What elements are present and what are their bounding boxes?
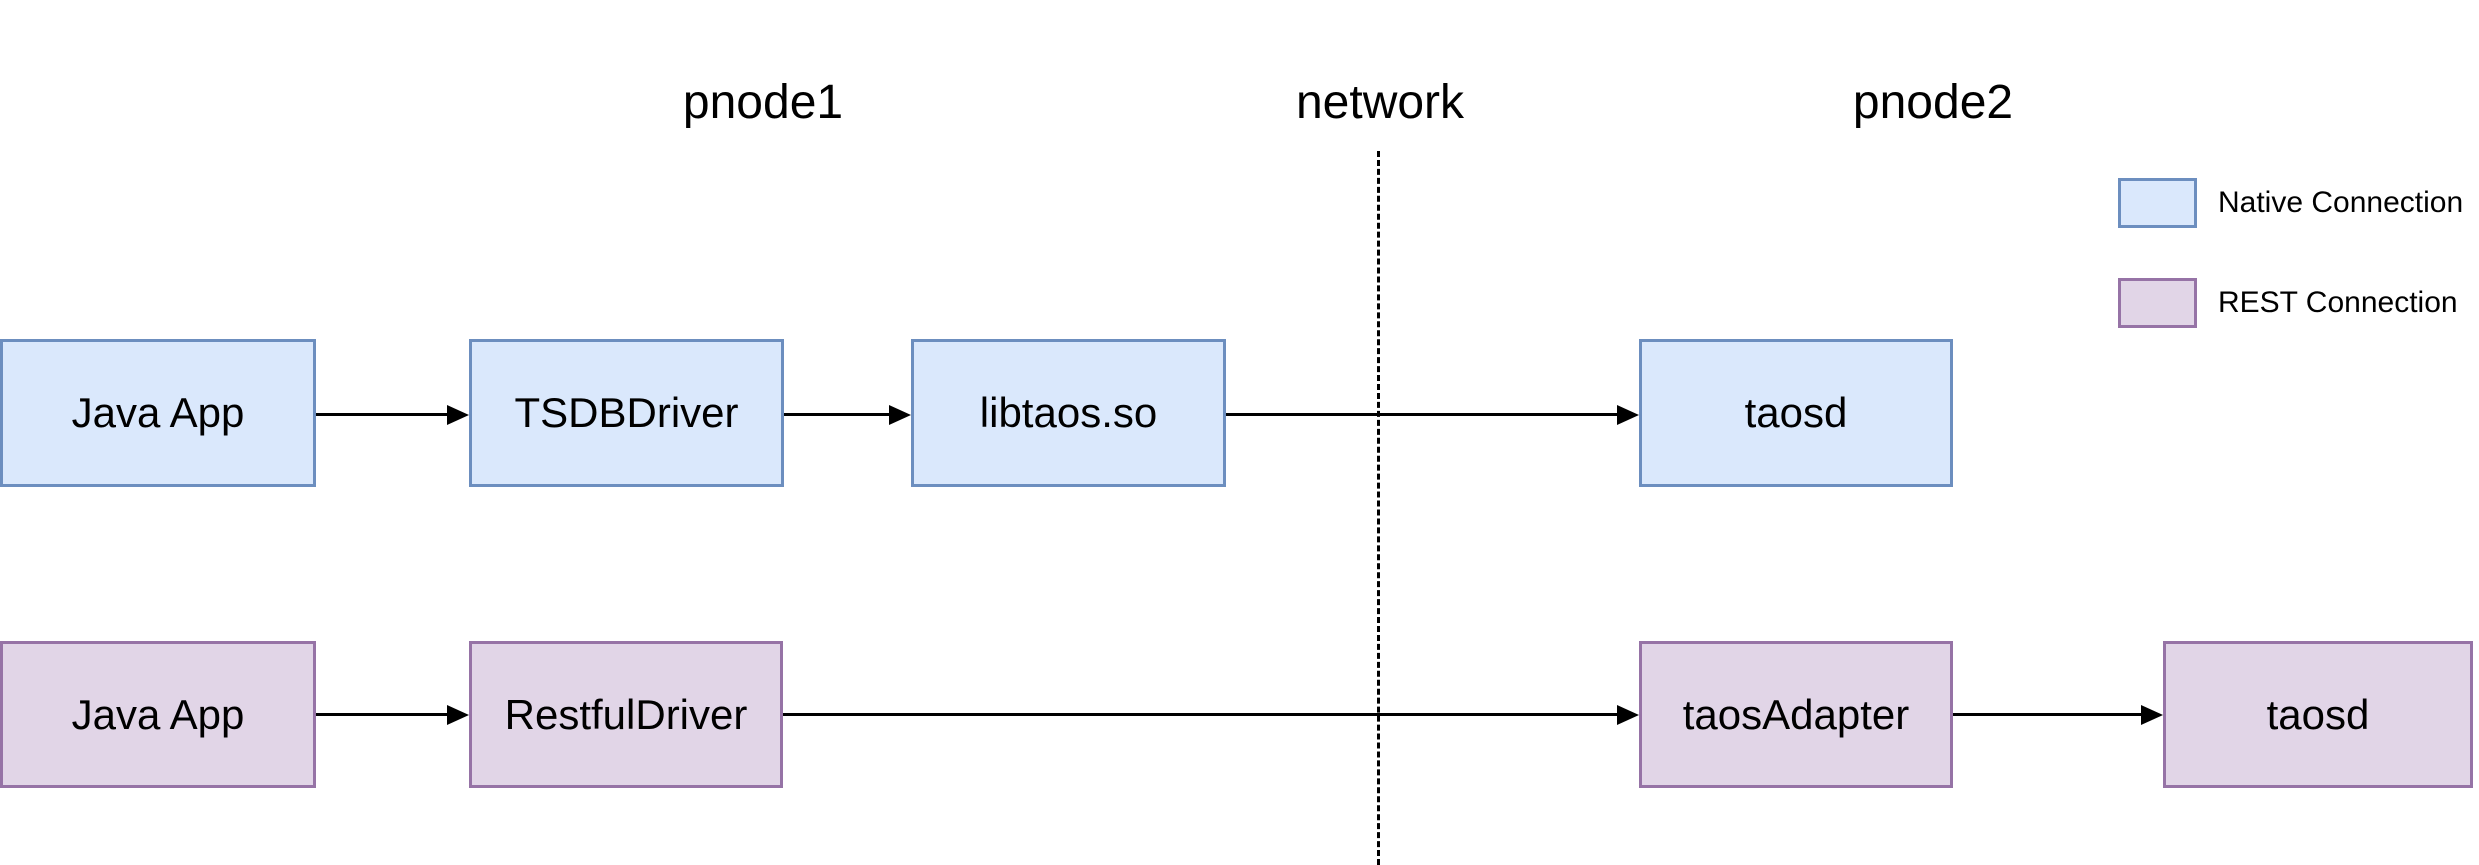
node-taosd-native: taosd xyxy=(1639,339,1953,487)
arrow-taosadapter-to-taosd xyxy=(1953,713,2141,716)
node-java-app-native: Java App xyxy=(0,339,316,487)
zone-label-pnode2: pnode2 xyxy=(1852,76,2014,129)
node-label: taosd xyxy=(2266,690,2370,738)
node-label: Java App xyxy=(71,690,245,738)
node-label: taosd xyxy=(1744,389,1848,436)
zone-label-pnode1: pnode1 xyxy=(682,76,844,129)
node-label: Java App xyxy=(71,389,245,436)
node-label: RestfulDriver xyxy=(504,690,748,738)
node-label: TSDBDriver xyxy=(514,389,739,436)
network-boundary-dashed-line xyxy=(1377,151,1380,865)
arrow-restfuldriver-to-taosadapter xyxy=(783,713,1617,716)
legend-swatch-rest-icon xyxy=(2118,278,2197,328)
legend-label-native: Native Connection xyxy=(2218,186,2464,219)
legend-item-native-connection: Native Connection xyxy=(2118,178,2463,228)
node-label: libtaos.so xyxy=(979,389,1158,436)
node-label: taosAdapter xyxy=(1682,690,1910,738)
node-java-app-rest: Java App xyxy=(0,641,316,788)
node-restfuldriver: RestfulDriver xyxy=(469,641,783,788)
legend-label-rest: REST Connection xyxy=(2218,286,2458,319)
arrow-javaapp-to-restfuldriver xyxy=(316,713,447,716)
node-taosadapter: taosAdapter xyxy=(1639,641,1953,788)
legend-swatch-native-icon xyxy=(2118,178,2197,228)
node-libtaos-so: libtaos.so xyxy=(911,339,1226,487)
arrow-javaapp-to-tsdbdriver xyxy=(316,413,447,416)
arrow-tsdbdriver-to-libtaos xyxy=(784,413,889,416)
node-taosd-rest: taosd xyxy=(2163,641,2473,788)
node-tsdbdriver: TSDBDriver xyxy=(469,339,784,487)
zone-label-network: network xyxy=(1295,76,1465,129)
legend-item-rest-connection: REST Connection xyxy=(2118,278,2458,328)
arrow-libtaos-to-taosd xyxy=(1226,413,1617,416)
